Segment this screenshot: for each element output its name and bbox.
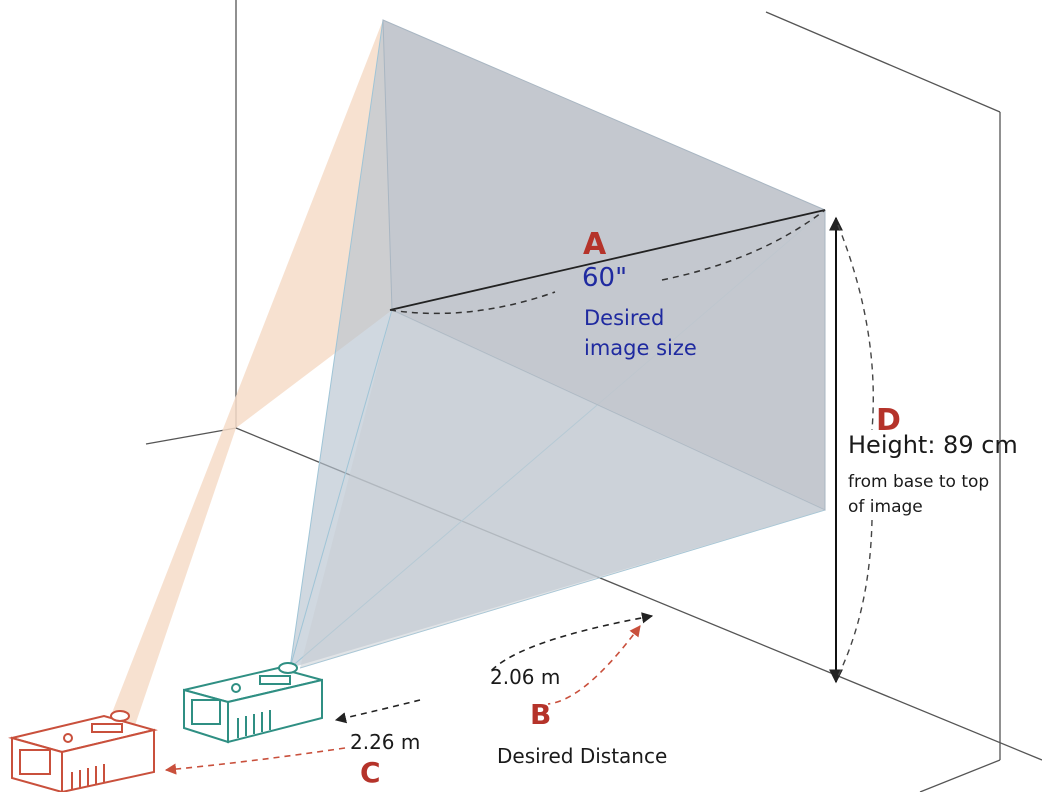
near-projector-front [227, 678, 323, 744]
image-size-caption-line1: Desired [584, 306, 665, 330]
image-size-value: 60" [582, 263, 628, 293]
label-c: C [360, 756, 381, 789]
distance-caption: Desired Distance [497, 744, 668, 768]
beam-edge-bottom-left [289, 309, 393, 669]
far-projector-button [63, 733, 73, 743]
label-d: D [876, 403, 901, 438]
label-a: A [583, 227, 607, 262]
near-distance-arrow-upper [489, 612, 654, 673]
far-projection-beam [110, 20, 392, 740]
near-projector [183, 662, 323, 744]
height-dash-top [837, 224, 874, 431]
far-projector-vent [19, 749, 51, 775]
near-projector-panel [259, 675, 291, 685]
far-projector [8, 710, 158, 794]
image-diagonal-line [389, 209, 826, 311]
label-b: B [530, 698, 552, 731]
floor-left-line [145, 427, 237, 445]
far-projector-panel [91, 723, 123, 733]
far-distance-arrow-lower [164, 747, 346, 775]
diagonal-dash-left [389, 291, 556, 315]
far-projector-lens [110, 710, 130, 722]
height-caption-line2: of image [848, 497, 923, 517]
height-caption-line1: from base to top [848, 472, 990, 492]
beam-lower-face [300, 310, 825, 668]
near-projector-vent [191, 699, 221, 725]
wall-bottom-line [919, 759, 1001, 793]
beam-edge-top [289, 19, 384, 669]
far-distance-arrow-upper [547, 625, 641, 705]
far-distance-value: 2.26 m [350, 730, 421, 754]
near-distance-value: 2.06 m [490, 665, 561, 689]
diagonal-dash-right [661, 209, 826, 281]
image-size-caption-line2: image size [584, 336, 697, 360]
near-distance-arrow-lower [334, 699, 421, 724]
height-dash-bottom [837, 519, 873, 677]
far-projector-front [61, 728, 155, 794]
height-value: Height: 89 cm [848, 431, 1018, 459]
wall-top-line [765, 11, 1001, 113]
near-projector-lens [278, 662, 298, 674]
near-projector-button [231, 683, 241, 693]
